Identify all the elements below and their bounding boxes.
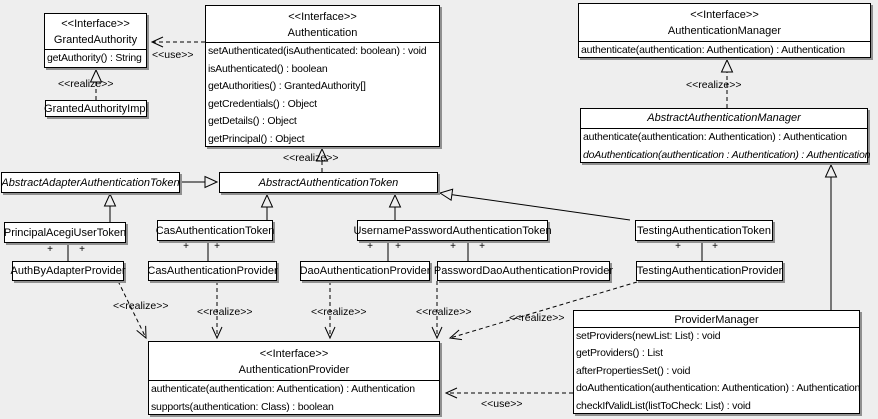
- edge-label-realize: <<realize>>: [509, 312, 565, 324]
- association-end-plus: +: [47, 244, 53, 255]
- class-granted-authority: <<Interface>> GrantedAuthority getAuthor…: [44, 13, 147, 68]
- class-principal-acegi-user-token: PrincipalAcegiUserToken: [4, 222, 126, 243]
- class-method: authenticate(authentication: Authenticat…: [581, 44, 845, 56]
- class-auth-by-adapter-provider: AuthByAdapterProvider: [10, 261, 126, 281]
- class-authentication-provider: <<Interface>> AuthenticationProvider aut…: [148, 341, 440, 415]
- class-dao-authentication-provider: DaoAuthenticationProvider: [300, 261, 430, 281]
- class-authentication: <<Interface>> Authentication setAuthenti…: [205, 5, 440, 147]
- class-title: CasAuthenticationToken: [155, 224, 275, 237]
- class-title: ProviderManager: [574, 311, 859, 328]
- class-title: AbstractAdapterAuthenticationToken: [1, 176, 180, 189]
- edge-label-use: <<use>>: [481, 398, 523, 410]
- class-cas-authentication-token: CasAuthenticationToken: [155, 220, 275, 241]
- class-title: GrantedAuthority: [53, 34, 138, 46]
- edge-label-realize: <<realize>>: [113, 300, 169, 312]
- association-end-plus: +: [450, 241, 456, 252]
- class-method: afterPropertiesSet() : void: [576, 364, 691, 377]
- class-method: authenticate(authentication: Authenticat…: [151, 383, 415, 395]
- class-testing-authentication-token: TestingAuthenticationToken: [635, 220, 773, 241]
- edge-realize-authbyadapterprovider: [117, 280, 147, 340]
- edge-label-realize: <<realize>>: [197, 306, 253, 318]
- class-title: PrincipalAcegiUserToken: [3, 226, 127, 239]
- class-username-password-authentication-token: UsernamePasswordAuthenticationToken: [353, 220, 552, 241]
- stereotype-interface: <<Interface>>: [288, 11, 357, 23]
- class-title: AuthByAdapterProvider: [10, 265, 126, 277]
- class-title: DaoAuthenticationProvider: [299, 265, 431, 277]
- class-abstract-authentication-manager: AbstractAuthenticationManager authentica…: [580, 108, 871, 163]
- class-authentication-manager: <<Interface>> AuthenticationManager auth…: [578, 3, 871, 58]
- class-password-dao-authentication-provider: PasswordDaoAuthenticationProvider: [433, 261, 614, 281]
- class-method: getProviders() : List: [576, 347, 663, 360]
- class-method: supports(authentication: Class) : boolea…: [151, 400, 334, 413]
- class-method: doAuthentication(authentication: Authent…: [576, 382, 861, 395]
- class-title: TestingAuthenticationProvider: [636, 265, 783, 277]
- association-end-plus: +: [675, 241, 681, 252]
- edge-label-realize: <<realize>>: [416, 306, 472, 318]
- class-method: doAuthentication(authentication : Authen…: [583, 148, 871, 161]
- class-method: getAuthority() : String: [47, 52, 142, 64]
- class-abstract-authentication-token: AbstractAuthenticationToken: [219, 172, 438, 193]
- association-end-plus: +: [367, 241, 373, 252]
- association-end-plus: +: [479, 241, 485, 252]
- class-method: getAuthorities() : GrantedAuthority[]: [208, 80, 366, 92]
- class-title: AbstractAuthenticationManager: [581, 109, 867, 129]
- class-title: TestingAuthenticationToken: [637, 224, 771, 237]
- class-method: authenticate(authentication: Authenticat…: [583, 131, 847, 143]
- class-granted-authority-impl: GrantedAuthorityImpl: [44, 100, 148, 117]
- stereotype-interface: <<Interface>>: [259, 348, 329, 360]
- class-abstract-adapter-authentication-token: AbstractAdapterAuthenticationToken: [1, 172, 180, 193]
- class-title: Authentication: [287, 27, 358, 39]
- association-end-plus: +: [712, 241, 718, 252]
- edge-gen-testingauthenticationtoken: [438, 188, 631, 221]
- edge-label-realize: <<realize>>: [311, 306, 367, 318]
- class-title: GrantedAuthorityImpl: [44, 102, 148, 115]
- association-end-plus: +: [79, 244, 85, 255]
- class-title: AuthenticationManager: [667, 25, 782, 37]
- class-testing-authentication-provider: TestingAuthenticationProvider: [636, 261, 783, 281]
- class-method: setAuthenticated(isAuthenticated: boolea…: [208, 45, 427, 57]
- class-title: UsernamePasswordAuthenticationToken: [353, 224, 552, 237]
- class-method: getCredentials() : Object: [208, 97, 317, 110]
- association-end-plus: +: [183, 241, 189, 252]
- class-title: PasswordDaoAuthenticationProvider: [433, 265, 614, 277]
- edge-label-realize: <<realize>>: [686, 79, 742, 91]
- class-method: checkIfValidList(listToCheck: List) : vo…: [576, 399, 751, 412]
- stereotype-interface: <<Interface>>: [690, 9, 759, 21]
- edge-label-realize: <<realize>>: [283, 152, 339, 164]
- class-provider-manager: ProviderManager setProviders(newList: Li…: [573, 310, 860, 414]
- association-end-plus: +: [214, 241, 220, 252]
- edge-label-use: <<use>>: [152, 49, 194, 61]
- class-cas-authentication-provider: CasAuthenticationProvider: [147, 261, 278, 281]
- edge-label-realize: <<realize>>: [58, 78, 114, 90]
- association-end-plus: +: [395, 241, 401, 252]
- class-title: AuthenticationProvider: [238, 364, 350, 376]
- stereotype-interface: <<Interface>>: [61, 18, 130, 30]
- edge-realize-testingauthenticationprovider: [448, 281, 638, 341]
- class-method: getPrincipal() : Object: [208, 132, 305, 145]
- class-title: AbstractAuthenticationToken: [258, 176, 399, 189]
- class-method: setProviders(newList: List) : void: [576, 330, 721, 342]
- class-method: getDetails() : Object: [208, 115, 297, 127]
- class-title: CasAuthenticationProvider: [147, 265, 278, 277]
- class-method: isAuthenticated() : boolean: [208, 62, 328, 75]
